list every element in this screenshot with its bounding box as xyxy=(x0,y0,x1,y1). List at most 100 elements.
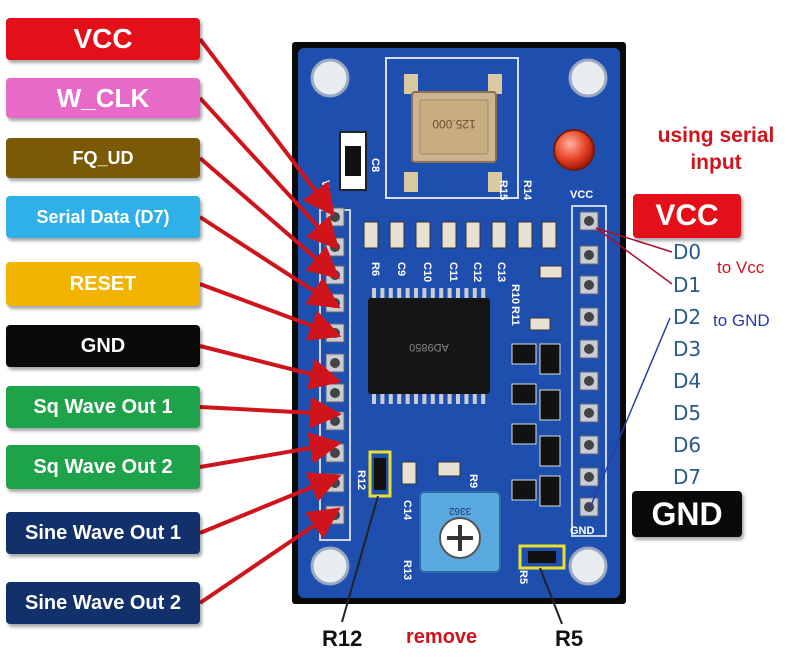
label-sq-wave-out-1: Sq Wave Out 1 xyxy=(6,386,200,428)
label-fq-ud: FQ_UD xyxy=(6,138,200,178)
silkscreen-label: C9 xyxy=(395,262,407,276)
silkscreen-label: R9 xyxy=(467,474,479,488)
header-pin xyxy=(579,245,599,265)
silkscreen-label: R13 xyxy=(401,560,413,580)
header-pin xyxy=(579,435,599,455)
chip-leg xyxy=(388,394,393,404)
header-pin xyxy=(325,293,345,313)
silkscreen-label: C12 xyxy=(471,262,483,282)
silkscreen-label: C11 xyxy=(447,262,459,282)
chip-leg xyxy=(472,288,477,298)
chip-leg xyxy=(380,288,385,298)
mount-hole xyxy=(568,546,608,586)
label-reset: RESET xyxy=(6,262,200,306)
data-pin-d7: D7 xyxy=(673,465,702,489)
chip-leg xyxy=(464,288,469,298)
vcc-to-d0-wire xyxy=(595,227,673,253)
silkscreen-label: R14 xyxy=(521,180,533,201)
data-pin-d2: D2 xyxy=(673,305,702,329)
pin-arrow xyxy=(199,282,342,341)
chip-leg xyxy=(481,394,486,404)
chip-leg xyxy=(414,288,418,298)
chip-leg xyxy=(439,394,444,404)
header-pin xyxy=(325,473,345,493)
data-pin-d0: D0 xyxy=(673,240,702,264)
d2-to-gnd-wire xyxy=(589,317,671,509)
pin-arrow xyxy=(199,344,342,390)
pin-arrow xyxy=(198,96,340,250)
silkscreen-label: R12 xyxy=(355,470,367,490)
header-pin xyxy=(325,383,345,403)
chip-leg xyxy=(397,288,402,298)
serial-input-note: using serial input xyxy=(657,124,775,175)
crystal-outline xyxy=(385,57,519,199)
silkscreen-label: GND xyxy=(570,525,595,537)
label-sine-wave-out-1: Sine Wave Out 1 xyxy=(6,512,200,554)
chip-leg xyxy=(447,288,452,298)
remove-label: remove xyxy=(406,626,478,648)
label-gnd: GND xyxy=(6,325,200,367)
chip-leg xyxy=(422,394,427,404)
chip-leg xyxy=(397,394,402,404)
label-sine-wave-out-2: Sine Wave Out 2 xyxy=(6,582,200,624)
header-pin xyxy=(579,497,599,517)
ad9850-chip xyxy=(368,298,490,394)
power-led xyxy=(553,129,595,171)
chip-leg xyxy=(430,288,435,298)
silkscreen-label: R15 xyxy=(497,180,509,200)
header-pin xyxy=(579,371,599,391)
silkscreen-label: VCC xyxy=(570,189,593,201)
data-pin-d6: D6 xyxy=(673,433,702,457)
header-pin xyxy=(579,275,599,295)
chip-leg xyxy=(439,288,444,298)
r5-pointer xyxy=(539,567,563,625)
chip-leg xyxy=(447,394,452,404)
to-vcc-note: to Vcc xyxy=(717,258,765,277)
pin-arrow xyxy=(198,156,341,280)
label-sq-wave-out-2: Sq Wave Out 2 xyxy=(6,445,200,489)
smd-row xyxy=(363,221,563,507)
to-gnd-note: to GND xyxy=(713,311,770,330)
label-w-clk: W_CLK xyxy=(6,78,200,118)
pin-arrow xyxy=(199,472,342,535)
pin-arrow xyxy=(198,215,341,309)
silkscreen-label: R11 xyxy=(509,306,521,326)
header-pin xyxy=(579,467,599,487)
silkscreen-label: R5 xyxy=(517,570,529,584)
chip-leg xyxy=(405,394,410,404)
pin-arrow xyxy=(199,432,342,469)
mount-hole xyxy=(310,546,350,586)
r5-label: R5 xyxy=(555,626,584,651)
silkscreen-label: C10 xyxy=(421,262,433,282)
chip-leg xyxy=(430,394,435,404)
vcc-to-d1-wire xyxy=(595,227,673,285)
label-serial-data-d7: Serial Data (D7) xyxy=(6,196,200,238)
r5-highlight xyxy=(518,544,566,570)
chip-leg xyxy=(388,288,393,298)
mount-hole xyxy=(568,58,608,98)
right-vcc-label: VCC xyxy=(633,194,741,238)
silkscreen-label: C14 xyxy=(401,500,413,521)
header-pin xyxy=(579,403,599,423)
silkscreen-label: R6 xyxy=(369,262,381,276)
right-gnd-label: GND xyxy=(632,491,742,537)
chip-leg xyxy=(422,288,427,298)
header-pin xyxy=(579,307,599,327)
silkscreen-label: C13 xyxy=(495,262,507,282)
right-pin-header xyxy=(571,205,607,537)
chip-marking: AD9850 xyxy=(409,341,449,353)
chip-leg xyxy=(456,394,460,404)
chip-leg xyxy=(405,288,410,298)
chip-leg xyxy=(456,288,460,298)
pin-arrow xyxy=(198,507,341,605)
chip-leg xyxy=(464,394,469,404)
chip-leg xyxy=(414,394,418,404)
chip-leg xyxy=(472,394,477,404)
data-pin-d5: D5 xyxy=(673,401,702,425)
data-pin-d3: D3 xyxy=(673,337,702,361)
r12-pointer xyxy=(341,495,379,623)
header-pin xyxy=(325,353,345,373)
silkscreen-label: C8 xyxy=(369,158,381,172)
chip-leg xyxy=(372,394,376,404)
